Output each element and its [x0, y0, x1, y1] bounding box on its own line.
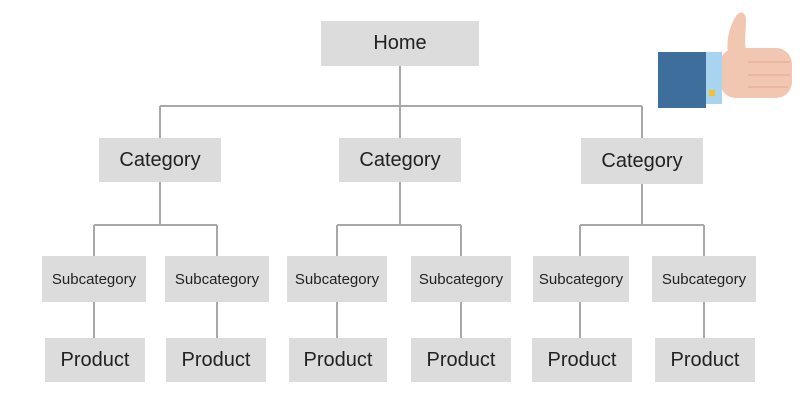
- product-node: Product: [166, 338, 266, 382]
- category-node: Category: [581, 138, 703, 184]
- product-node: Product: [45, 338, 145, 382]
- subcategory-node: Subcategory: [287, 256, 387, 302]
- product-node: Product: [532, 338, 632, 382]
- subcategory-node: Subcategory: [42, 256, 146, 302]
- subcategory-node: Subcategory: [411, 256, 511, 302]
- product-node: Product: [289, 338, 387, 382]
- product-node: Product: [411, 338, 511, 382]
- category-node: Category: [339, 138, 461, 182]
- subcategory-node: Subcategory: [652, 256, 756, 302]
- home-node: Home: [321, 21, 479, 66]
- product-node: Product: [655, 338, 755, 382]
- subcategory-node: Subcategory: [533, 256, 629, 302]
- thumbs-up-icon: [658, 12, 792, 108]
- subcategory-node: Subcategory: [165, 256, 269, 302]
- category-node: Category: [99, 138, 221, 182]
